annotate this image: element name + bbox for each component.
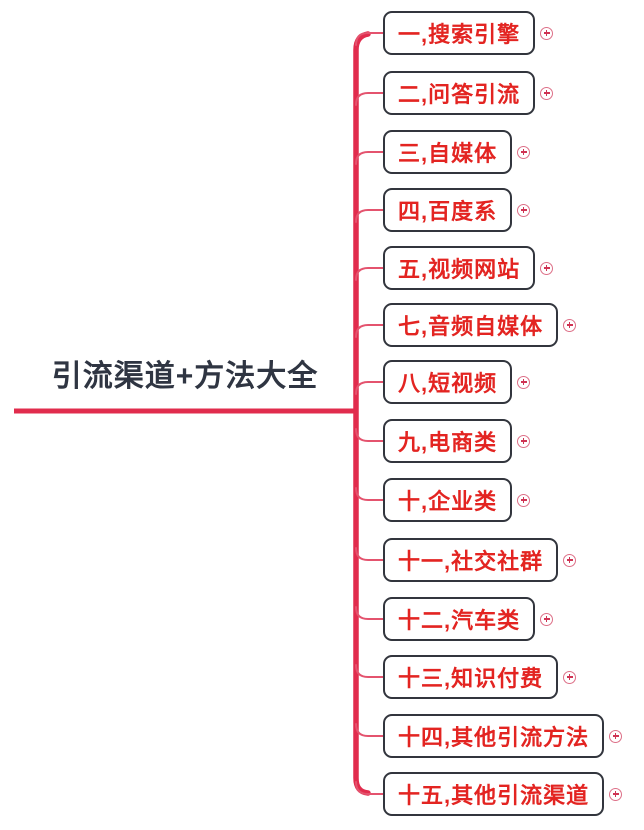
branch-connector xyxy=(355,209,385,223)
expand-icon[interactable] xyxy=(540,26,554,40)
branch-node-14: 十五,其他引流渠道 xyxy=(383,772,623,816)
branch-node-8: 九,电商类 xyxy=(383,419,531,463)
branch-topic-14[interactable]: 十五,其他引流渠道 xyxy=(383,772,605,816)
branch-label: 十二,汽车类 xyxy=(398,608,521,633)
branch-label: 二,问答引流 xyxy=(398,82,521,107)
branch-topic-8[interactable]: 九,电商类 xyxy=(383,419,513,463)
branch-topic-4[interactable]: 四,百度系 xyxy=(383,188,513,232)
expand-icon[interactable] xyxy=(540,86,554,100)
branch-topic-7[interactable]: 八,短视频 xyxy=(383,360,513,404)
branch-topic-6[interactable]: 七,音频自媒体 xyxy=(383,303,559,347)
branch-topic-2[interactable]: 二,问答引流 xyxy=(383,71,536,115)
branch-node-13: 十四,其他引流方法 xyxy=(383,714,623,758)
expand-icon[interactable] xyxy=(517,434,531,448)
branch-label: 十五,其他引流渠道 xyxy=(398,783,590,808)
branch-node-10: 十一,社交社群 xyxy=(383,538,577,582)
expand-icon[interactable] xyxy=(609,729,623,743)
branch-label: 七,音频自媒体 xyxy=(398,314,544,339)
branch-connector xyxy=(355,606,385,620)
branch-connector xyxy=(355,664,385,678)
branch-node-5: 五,视频网站 xyxy=(383,246,554,290)
expand-icon[interactable] xyxy=(540,612,554,626)
branch-topic-9[interactable]: 十,企业类 xyxy=(383,478,513,522)
branch-connector xyxy=(355,381,385,395)
branch-label: 一,搜索引擎 xyxy=(398,22,521,47)
branch-connector xyxy=(355,267,385,281)
branch-connector xyxy=(355,32,385,46)
branch-node-2: 二,问答引流 xyxy=(383,71,554,115)
branch-label: 五,视频网站 xyxy=(398,257,521,282)
branch-topic-11[interactable]: 十二,汽车类 xyxy=(383,597,536,641)
branch-topic-13[interactable]: 十四,其他引流方法 xyxy=(383,714,605,758)
branch-node-3: 三,自媒体 xyxy=(383,130,531,174)
branch-label: 十四,其他引流方法 xyxy=(398,725,590,750)
branch-node-11: 十二,汽车类 xyxy=(383,597,554,641)
branch-topic-3[interactable]: 三,自媒体 xyxy=(383,130,513,174)
expand-icon[interactable] xyxy=(563,670,577,684)
branch-connector xyxy=(355,428,385,442)
branch-topic-10[interactable]: 十一,社交社群 xyxy=(383,538,559,582)
branch-label: 九,电商类 xyxy=(398,430,498,455)
branch-connector xyxy=(355,487,385,501)
expand-icon[interactable] xyxy=(517,203,531,217)
expand-icon[interactable] xyxy=(517,145,531,159)
branch-connector xyxy=(355,723,385,737)
expand-icon[interactable] xyxy=(517,493,531,507)
branch-node-1: 一,搜索引擎 xyxy=(383,11,554,55)
branch-connector xyxy=(355,547,385,561)
branch-connector xyxy=(355,92,385,106)
branch-label: 八,短视频 xyxy=(398,371,498,396)
branch-label: 三,自媒体 xyxy=(398,141,498,166)
expand-icon[interactable] xyxy=(517,375,531,389)
branch-label: 十一,社交社群 xyxy=(398,549,544,574)
branch-node-9: 十,企业类 xyxy=(383,478,531,522)
expand-icon[interactable] xyxy=(540,261,554,275)
branch-topic-12[interactable]: 十三,知识付费 xyxy=(383,655,559,699)
branch-label: 十三,知识付费 xyxy=(398,666,544,691)
branch-label: 四,百度系 xyxy=(398,199,498,224)
branch-topic-5[interactable]: 五,视频网站 xyxy=(383,246,536,290)
branch-topic-1[interactable]: 一,搜索引擎 xyxy=(383,11,536,55)
branch-label: 十,企业类 xyxy=(398,489,498,514)
expand-icon[interactable] xyxy=(563,318,577,332)
branch-connector xyxy=(355,324,385,338)
branch-node-7: 八,短视频 xyxy=(383,360,531,404)
branch-node-4: 四,百度系 xyxy=(383,188,531,232)
expand-icon[interactable] xyxy=(609,787,623,801)
trunk-line xyxy=(353,31,371,796)
branch-node-6: 七,音频自媒体 xyxy=(383,303,577,347)
central-topic[interactable]: 引流渠道+方法大全 xyxy=(51,360,319,393)
branch-node-12: 十三,知识付费 xyxy=(383,655,577,699)
branch-connector xyxy=(355,781,385,795)
branch-connector xyxy=(355,151,385,165)
expand-icon[interactable] xyxy=(563,553,577,567)
